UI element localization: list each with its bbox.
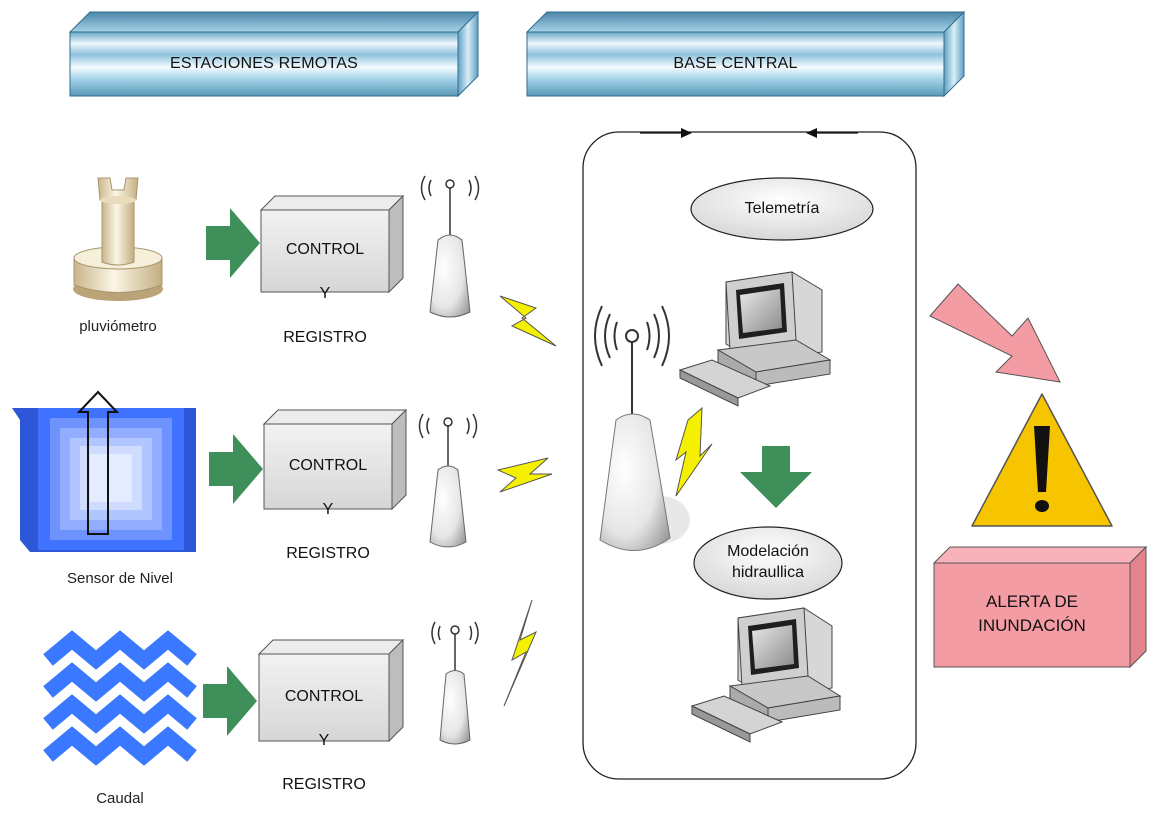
control-box-line: CONTROL xyxy=(284,688,364,705)
flow-waves-icon xyxy=(43,630,197,766)
alert-label: ALERTA DE INUNDACIÓN xyxy=(934,590,1130,638)
loop-arrow-icon xyxy=(640,128,858,138)
control-box-line: Y xyxy=(322,501,334,518)
green-arrow-icon xyxy=(209,434,263,504)
modeling-oval xyxy=(693,526,843,600)
antenna-tower-icon xyxy=(431,621,479,745)
header-bar-remote xyxy=(68,10,480,98)
antenna-tower-icon xyxy=(420,175,480,318)
alert-box xyxy=(932,545,1148,669)
control-box-2-text: CONTROL Y REGISTRO xyxy=(264,433,392,587)
modeling-label: Modelación hidraullica xyxy=(694,541,842,583)
antenna-tower-icon xyxy=(418,413,478,548)
lightning-bolt-icon xyxy=(503,599,538,707)
header-central-base: BASE CENTRAL xyxy=(673,55,798,72)
pluviometer-icon xyxy=(73,177,163,301)
alert-line: ALERTA DE xyxy=(986,592,1078,611)
modeling-line: hidraullica xyxy=(731,564,805,581)
control-box-1 xyxy=(259,194,405,294)
header-remote-stations: ESTACIONES REMOTAS xyxy=(170,55,358,72)
telemetry-oval xyxy=(690,177,874,241)
alert-arrow-icon xyxy=(929,283,1061,383)
green-arrow-icon xyxy=(203,666,257,736)
alert-line: INUNDACIÓN xyxy=(978,616,1086,635)
control-box-line: CONTROL xyxy=(285,241,365,258)
down-arrow-icon xyxy=(740,446,812,508)
control-box-3 xyxy=(257,638,405,743)
control-box-line: Y xyxy=(319,285,331,302)
central-antenna-icon xyxy=(594,305,690,551)
control-box-line: CONTROL xyxy=(288,457,368,474)
lightning-bolt-icon xyxy=(499,295,557,347)
level-sensor-icon xyxy=(12,390,196,552)
control-box-line: REGISTRO xyxy=(286,545,370,562)
control-box-line: REGISTRO xyxy=(282,776,366,793)
control-box-line: Y xyxy=(318,732,330,749)
green-arrow-icon xyxy=(206,208,260,278)
label-level-sensor: Sensor de Nivel xyxy=(67,570,173,587)
warning-triangle-icon xyxy=(971,393,1113,527)
label-pluviometer: pluviómetro xyxy=(79,318,157,335)
control-box-1-text: CONTROL Y REGISTRO xyxy=(261,217,389,371)
lightning-bolt-icon xyxy=(675,406,713,497)
header-bar-central xyxy=(525,10,966,98)
label-flow: Caudal xyxy=(96,790,144,807)
control-box-line: REGISTRO xyxy=(283,329,367,346)
control-box-3-text: CONTROL Y REGISTRO xyxy=(259,664,389,818)
control-box-2 xyxy=(262,408,408,511)
modeling-line: Modelación xyxy=(727,543,809,560)
telemetry-label: Telemetría xyxy=(744,200,820,217)
lightning-bolt-icon xyxy=(496,457,553,493)
computer-icon xyxy=(690,607,842,743)
central-base-frame xyxy=(582,131,917,780)
computer-icon xyxy=(678,271,832,407)
